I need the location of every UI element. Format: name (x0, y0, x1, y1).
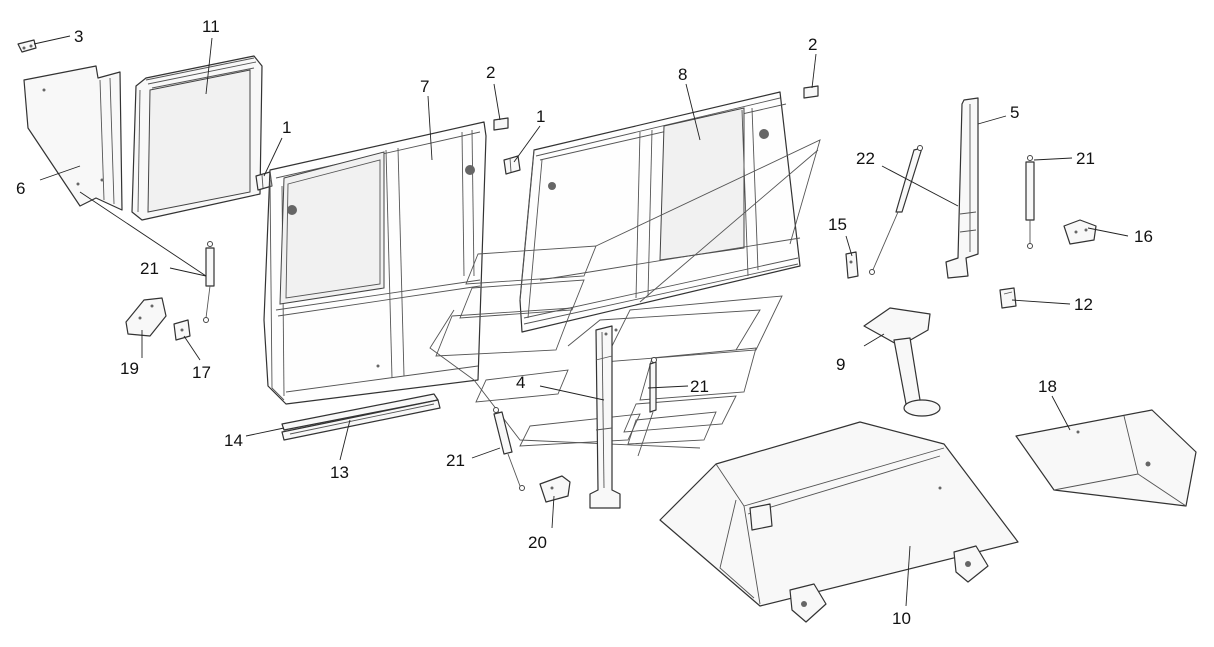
part-12-lock (999, 287, 1017, 309)
callout-3: 3 (74, 27, 83, 46)
part-9-pedestal (863, 307, 941, 417)
callout-15: 15 (828, 215, 847, 234)
part-8-door-frame-right (519, 91, 801, 333)
leader-lines (33, 35, 1129, 607)
callout-12: 12 (1074, 295, 1093, 314)
phantom-panel-outlines (429, 139, 821, 449)
callout-21-lower: 21 (446, 451, 465, 470)
part-2-bracket-right (803, 85, 819, 99)
callout-11: 11 (202, 17, 220, 36)
part-21-strut-center (637, 357, 657, 457)
callout-5: 5 (1010, 103, 1019, 122)
callout-1-right: 1 (536, 107, 545, 126)
part-21-strut-upper-right (1025, 155, 1035, 249)
part-22-gas-strut (869, 145, 923, 275)
callout-19: 19 (120, 359, 139, 378)
part-3-latch (17, 39, 37, 53)
part-16-bracket (1063, 219, 1097, 245)
part-1-hinge-right (503, 155, 521, 175)
callout-21-left: 21 (140, 259, 159, 278)
callout-9: 9 (836, 355, 845, 374)
callout-16: 16 (1134, 227, 1153, 246)
callout-8: 8 (678, 65, 687, 84)
part-17-plate (173, 319, 191, 341)
callout-21-center: 21 (690, 377, 709, 396)
callout-20: 20 (528, 533, 547, 552)
callout-labels: 1 1 2 2 3 4 5 6 7 8 9 10 11 12 13 14 15 … (16, 17, 1153, 628)
part-21-strut-left (203, 241, 215, 323)
callout-1-left: 1 (282, 118, 291, 137)
part-5-rear-pillar (945, 97, 979, 279)
callout-2-left: 2 (486, 63, 495, 82)
callout-18: 18 (1038, 377, 1057, 396)
callout-4: 4 (516, 373, 525, 392)
part-2-bracket-left (493, 117, 509, 131)
part-13-sill-strip (281, 399, 441, 441)
callout-22: 22 (856, 149, 875, 168)
part-7-door-frame-left (263, 121, 487, 405)
callout-2-right: 2 (808, 35, 817, 54)
callout-13: 13 (330, 463, 349, 482)
part-15-bracket (845, 251, 859, 279)
part-10-lower-cover (659, 421, 1019, 623)
part-19-bracket (125, 297, 167, 337)
part-4-center-pillar (589, 325, 621, 509)
part-6-side-panel (23, 65, 123, 211)
callout-21-upper-right: 21 (1076, 149, 1095, 168)
callout-14: 14 (224, 431, 243, 450)
callout-7: 7 (420, 77, 429, 96)
callout-10: 10 (892, 609, 911, 628)
part-11-window-panel (131, 55, 263, 221)
part-21-strut-lower (493, 407, 525, 491)
part-18-side-cover (1015, 409, 1197, 507)
callout-6: 6 (16, 179, 25, 198)
part-20-bracket (539, 475, 571, 503)
callout-17: 17 (192, 363, 211, 382)
